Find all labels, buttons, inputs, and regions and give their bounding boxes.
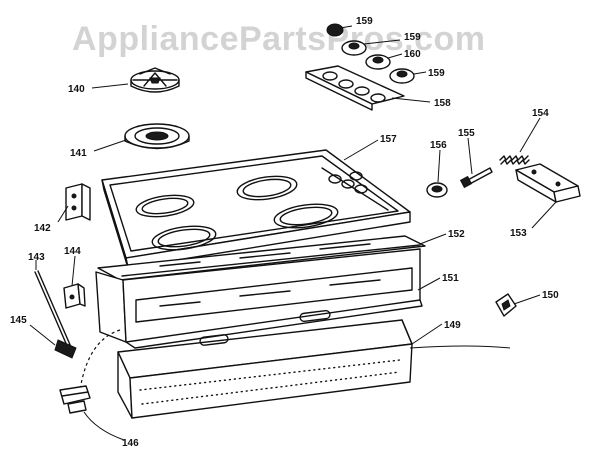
part-158-control-panel: [305, 65, 405, 111]
callout-146: 146: [122, 438, 139, 449]
callout-152: 152: [448, 229, 465, 240]
callout-159-top: 159: [356, 16, 373, 27]
callout-140: 140: [68, 84, 85, 95]
part-144-clip: [63, 283, 86, 309]
leader-lines: [29, 25, 557, 441]
callout-141: 141: [70, 148, 87, 159]
part-142-bracket: [65, 183, 91, 221]
part-160-knob: [365, 54, 391, 70]
part-140-burner-cap: [130, 67, 180, 93]
callout-159-lower: 159: [428, 68, 445, 79]
part-149-bottom-pan: [117, 319, 413, 419]
part-157-cooktop: [101, 149, 411, 269]
part-146-ignitor: [59, 329, 121, 414]
callout-143: 143: [28, 252, 45, 263]
part-150-clip: [495, 293, 517, 317]
callout-144: 144: [64, 246, 81, 257]
part-154-spring: [499, 155, 530, 165]
part-155-valve-stem: [459, 167, 493, 189]
part-141-burner-ring: [124, 123, 190, 150]
callout-155: 155: [458, 128, 475, 139]
callout-151: 151: [442, 273, 459, 284]
callout-158: 158: [434, 98, 451, 109]
part-159-knob-a: [326, 23, 344, 37]
part-156-knob: [426, 182, 448, 198]
part-151-burner-box: [95, 248, 423, 349]
callout-149: 149: [444, 320, 461, 331]
part-159-knob-c: [389, 68, 415, 84]
callout-159-middle: 159: [404, 32, 421, 43]
part-152-frame: [97, 235, 426, 281]
callout-150: 150: [542, 290, 559, 301]
callout-160: 160: [404, 49, 421, 60]
part-143-rod: [34, 270, 77, 359]
watermark-text: AppliancePartsPros.com: [72, 20, 486, 58]
part-159-knob-b: [341, 40, 367, 56]
callout-142: 142: [34, 223, 51, 234]
callout-labels: 140 141 142 143 144 145 146 149 150 151 …: [10, 16, 559, 449]
callout-153: 153: [510, 228, 527, 239]
callout-154: 154: [532, 108, 549, 119]
part-153-bracket: [515, 163, 581, 203]
callout-156: 156: [430, 140, 447, 151]
callout-157: 157: [380, 134, 397, 145]
callout-145: 145: [10, 315, 27, 326]
